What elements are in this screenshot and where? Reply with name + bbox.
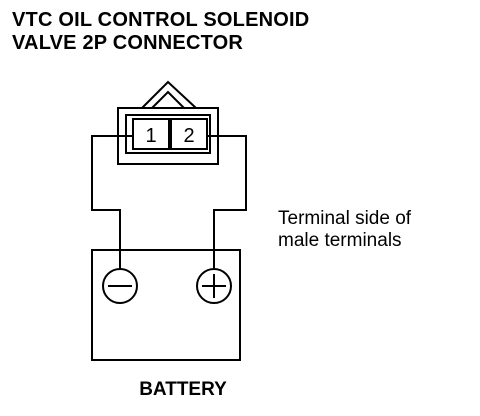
title-line-1: VTC OIL CONTROL SOLENOID	[12, 9, 310, 31]
pin-cell-1	[132, 118, 170, 150]
battery-body	[91, 249, 241, 361]
pin-label-2: 2	[183, 125, 194, 147]
positive-terminal-icon	[196, 268, 232, 304]
terminal-note-line-2: male terminals	[278, 230, 402, 251]
diagram-title: VTC OIL CONTROL SOLENOID VALVE 2P CONNEC…	[12, 9, 309, 55]
wire-negative	[91, 135, 133, 268]
battery	[91, 249, 241, 361]
wire-positive	[207, 135, 247, 268]
connector-lock-tab-outer	[141, 80, 197, 109]
negative-terminal-icon	[102, 268, 138, 304]
connector-inner-frame	[125, 114, 211, 154]
battery-label: BATTERY	[139, 379, 227, 400]
pin-cell-2	[170, 118, 208, 150]
terminal-note: Terminal side of male terminals	[278, 208, 411, 252]
pin-label-1: 1	[145, 125, 156, 147]
connector	[117, 80, 219, 165]
connector-lock-tab-inner	[151, 90, 185, 109]
title-line-2: VALVE 2P CONNECTOR	[12, 32, 244, 54]
terminal-note-line-1: Terminal side of	[278, 208, 412, 229]
